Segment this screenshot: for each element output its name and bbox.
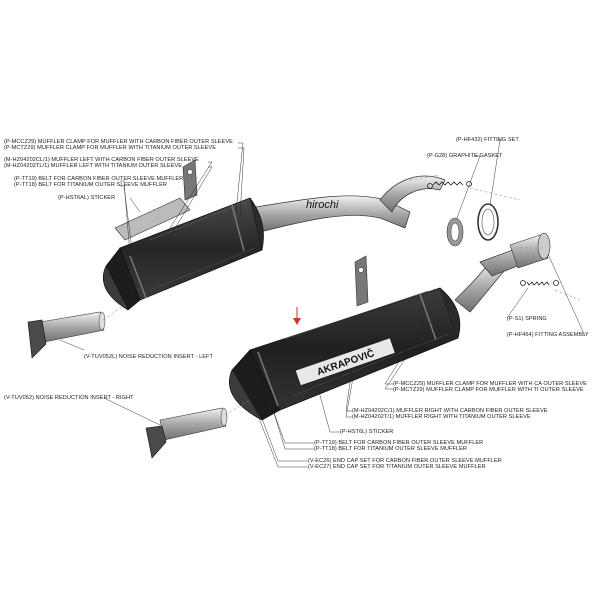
label-mctz29-left: (P-MCTZ29) MUFFLER CLAMP FOR MUFFLER WIT… (4, 145, 216, 151)
assembly-guide-lines (102, 174, 581, 416)
label-hz04202t: (M-HZ04202T/1) MUFFLER RIGHT WITH TITANI… (352, 414, 531, 420)
springs (427, 181, 559, 286)
label-tt18-right: (P-TT18) BELT FOR TITANIUM OUTER SLEEVE … (314, 446, 467, 452)
label-mccz29-left: (P-MCCZ29) MUFFLER CLAMP FOR MUFFLER WIT… (4, 139, 233, 145)
graphite-gasket (446, 217, 464, 247)
label-ec27: (V-EC27) END CAP SET FOR TITANIUM OUTER … (308, 464, 486, 470)
label-hz04202cl: (M-HZ04202CL/1) MUFFLER LEFT WITH CARBON… (4, 157, 199, 163)
label-tuv052: (V-TUV052) NOISE REDUCTION INSERT - RIGH… (4, 395, 134, 401)
noise-insert-left (27, 311, 106, 359)
left-muffler-bracket (182, 159, 198, 201)
label-tt18-left: (P-TT18) BELT FOR TITANIUM OUTER SLEEVE … (14, 182, 167, 188)
fitting-assembly (509, 232, 551, 269)
leader-lines (59, 139, 586, 468)
label-hz04202c: (M-HZ04202C/1) MUFFLER RIGHT WITH CARBON… (352, 408, 548, 414)
fitting-clamp (477, 203, 499, 241)
right-muffler-bracket (354, 255, 369, 307)
noise-insert-right (145, 407, 228, 459)
watermark: hirochi (306, 199, 339, 211)
label-ec26: (V-EC26) END CAP SET FOR CARBON FIBER OU… (308, 458, 502, 464)
red-arrow (293, 307, 301, 325)
label-mctz29-right: (P-MCTZ29) MUFFLER CLAMP FOR MUFFLER WIT… (393, 387, 584, 393)
sticker-left-tab (114, 197, 191, 241)
label-hst6al: (P-HST6AL) STICKER (58, 195, 116, 201)
label-s1: (P-S1) SPRING (507, 316, 547, 322)
label-hst6l: (P-HST6L) STICKER (340, 429, 394, 435)
label-hf464: (P-HF464) FITTING ASSEMBLY (507, 332, 589, 338)
label-tuv052l: (V-TUV052L) NOISE REDUCTION INSERT - LEF… (84, 354, 213, 360)
label-tt19-right: (P-TT19) BELT FOR CARBON FIBER OUTER SLE… (314, 440, 484, 446)
left-link-pipe (249, 175, 446, 233)
muffler-left (102, 197, 264, 311)
label-hf432: (P-HF432) FITTING SET (456, 137, 519, 143)
muffler-right: AKRAPOVIČ (228, 287, 461, 421)
label-hz04202tl: (M-HZ04202TL/1) MUFFLER LEFT WITH TITANI… (4, 163, 183, 169)
label-mccz29-right: (P-MCCZ29) MUFFLER CLAMP FOR MUFFLER WIT… (393, 381, 587, 387)
label-g28: (P-G28) GRAPHITE GASKET (427, 153, 503, 159)
label-tt19-left: (P-TT19) BELT FOR CARBON FIBER OUTER SLE… (14, 176, 184, 182)
